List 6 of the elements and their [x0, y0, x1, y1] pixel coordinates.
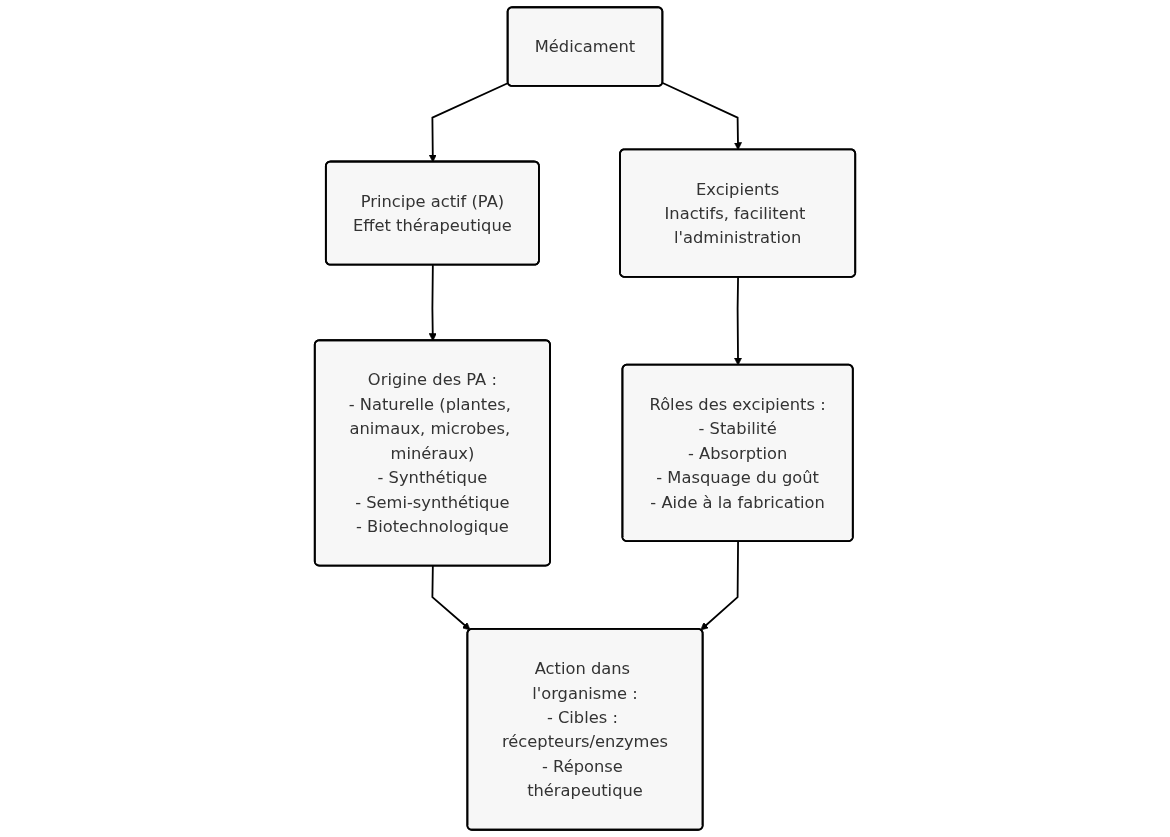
arrow	[431, 565, 471, 631]
arrow	[661, 82, 742, 151]
arrow	[734, 276, 742, 366]
arrow	[700, 540, 739, 631]
arrow	[428, 82, 510, 163]
arrow	[428, 264, 437, 342]
